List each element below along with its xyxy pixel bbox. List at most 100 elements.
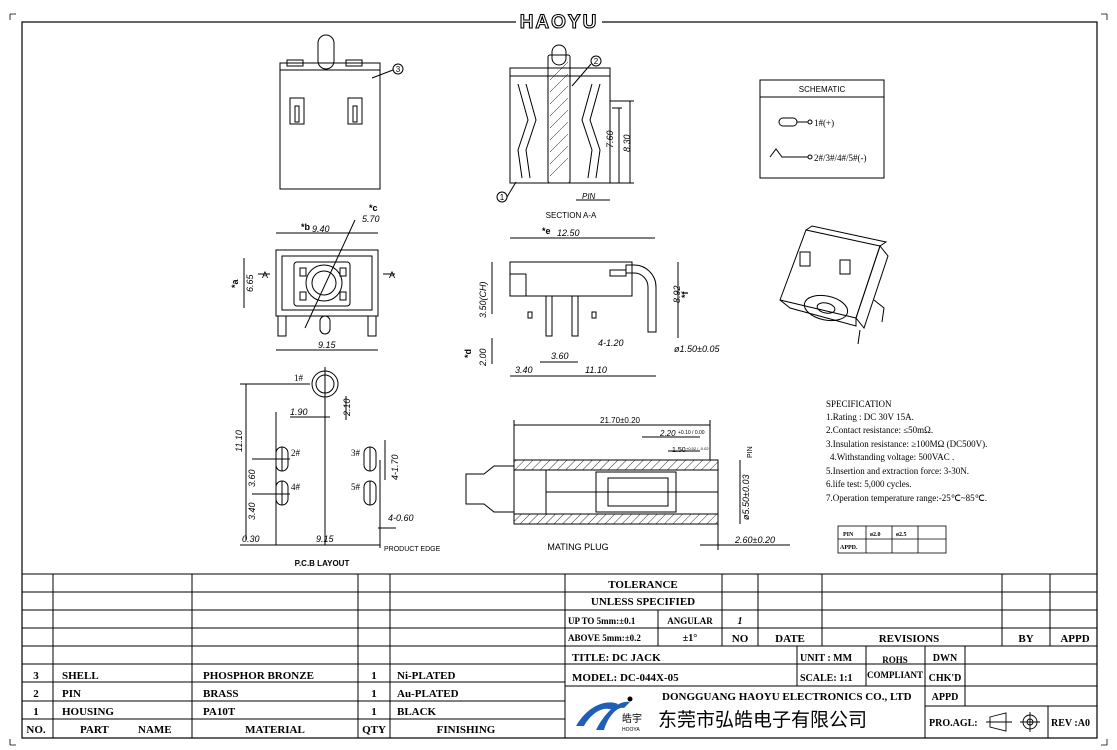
logo-english: HOOYA — [622, 727, 640, 733]
tolerance-up-to: UP TO 5mm:±0.1 — [568, 616, 636, 626]
section-mark-right: A — [389, 270, 395, 280]
bom-row-part: SHELL — [62, 670, 99, 682]
dim-1-90: 1.90 — [290, 407, 308, 417]
schematic-line-1: 1#(+) — [814, 118, 834, 128]
dim-pcb-9-15: 9.15 — [316, 534, 335, 544]
spec-title: SPECIFICATION — [826, 399, 892, 409]
dim-pcb-3-60: 3.60 — [247, 469, 257, 487]
dim-9-15: 9.15 — [318, 340, 337, 350]
dim-3-60: 3.60 — [551, 351, 569, 361]
dim-12-50: 12.50 — [557, 228, 580, 238]
revision-label: REV :A0 — [1051, 718, 1090, 729]
svg-text:2: 2 — [594, 57, 599, 66]
front-view — [279, 34, 394, 190]
bom-row-qty: 1 — [371, 688, 377, 700]
rev-no-header: NO — [732, 633, 749, 645]
bom-row-finishing: Au-PLATED — [397, 688, 459, 700]
balloon-3: 3 — [392, 63, 404, 75]
model-number: MODEL: DC-044X-05 — [572, 672, 679, 684]
iso-view — [779, 225, 889, 345]
balloon-1: 1 — [496, 181, 517, 203]
dim-4-1-70: 4-1.70 — [390, 454, 400, 480]
pin-table-d20: ø2.0 — [870, 532, 881, 538]
svg-text:3: 3 — [396, 65, 401, 74]
section-hatch — [549, 61, 569, 177]
bom-header-finishing: FINISHING — [437, 724, 496, 736]
mark-e: *e — [542, 226, 551, 236]
pcb-pin-4: 4# — [291, 482, 301, 492]
specification: SPECIFICATION 1.Rating : DC 30V 15A. 2.C… — [826, 399, 987, 503]
schematic-title: SCHEMATIC — [799, 85, 846, 94]
bom-row-qty: 1 — [371, 670, 377, 682]
pcb-layout-title: P.C.B LAYOUT — [295, 559, 350, 568]
dim-6-65: 6.65 — [245, 273, 255, 292]
dim-2-00: 2.00 — [478, 348, 488, 367]
bom-row-no: 2 — [33, 688, 39, 700]
bom-row-no: 1 — [33, 706, 39, 718]
spec-item: 6.life test: 5,000 cycles. — [826, 479, 911, 489]
title-block-grid — [22, 573, 1097, 738]
bom-header-no: NO. — [26, 724, 46, 736]
revisions-header: REVISIONS — [879, 633, 940, 645]
dim-pcb-3-40: 3.40 — [247, 502, 257, 520]
revision-number: 1 — [738, 616, 743, 627]
dim-2-60: 2.60±0.20 — [734, 535, 775, 545]
spec-item: 2.Contact resistance: ≤50mΩ. — [826, 425, 933, 435]
mark-d: *d — [463, 349, 473, 358]
pcb-pin-5: 5# — [351, 482, 361, 492]
bom-row-material: PHOSPHOR BRONZE — [203, 670, 314, 682]
chkd-label: CHK'D — [929, 673, 962, 684]
company-logo: 皓宇 HOOYA — [576, 696, 642, 733]
pin-label-section: PIN — [582, 192, 596, 201]
mark-c: *c — [369, 203, 378, 213]
dim-1-50: 1.50 — [672, 447, 686, 454]
spec-item: 7.Operation temperature range:-25℃~85℃. — [826, 493, 987, 503]
mark-b: *b — [301, 222, 311, 232]
logo-chinese: 皓宇 — [622, 712, 642, 725]
pro-agl-label: PRO.AGL: — [929, 718, 978, 729]
bom-row-no: 3 — [33, 670, 39, 682]
bom-header-part: PART — [80, 724, 109, 736]
pin-table-d25: ø2.5 — [896, 532, 907, 538]
spec-item: 3.Insulation resistance: ≥100MΩ (DC500V)… — [826, 439, 987, 449]
pcb-pin-3: 3# — [351, 448, 361, 458]
dim-8-30: 8.30 — [622, 134, 632, 152]
title-block: TOLERANCE UNLESS SPECIFIED UP TO 5mm:±0.… — [568, 579, 1090, 731]
compliant-label: COMPLIANT — [867, 670, 923, 680]
scale-label: SCALE: 1:1 — [800, 673, 853, 684]
svg-text:1: 1 — [500, 193, 505, 202]
tolerance-above: ABOVE 5mm:±0.2 — [568, 633, 641, 643]
dim-2-20: 2.20 — [659, 429, 676, 438]
rev-by-header: BY — [1018, 633, 1033, 645]
company-english: DONGGUANG HAOYU ELECTRONICS CO., LTD — [662, 691, 912, 703]
unit-label: UNIT : MM — [800, 653, 853, 664]
bom-row-qty: 1 — [371, 706, 377, 718]
pcb-layout — [240, 367, 396, 548]
pin-table-pin: PIN — [843, 532, 854, 538]
dim-0-30: 0.30 — [242, 534, 260, 544]
dim-7-60: 7.60 — [605, 130, 615, 148]
dim-2-20-tol: +0.10 / 0.00 — [678, 430, 705, 436]
dim-3-50-ch: 3.50(CH) — [478, 281, 488, 318]
dim-21-70: 21.70±0.20 — [600, 416, 641, 425]
haoyu-logo: HAOYU — [516, 11, 602, 34]
pin-table-appd: APPD. — [840, 545, 858, 551]
drawing-title: TITLE: DC JACK — [572, 652, 661, 664]
dwn-label: DWN — [933, 653, 958, 664]
dim-9-40: 9.40 — [312, 224, 330, 234]
dim-11-10: 11.10 — [585, 365, 607, 375]
bom-row-material: PA10T — [203, 706, 236, 718]
tolerance-subtitle: UNLESS SPECIFIED — [591, 596, 695, 608]
tolerance-title: TOLERANCE — [608, 579, 677, 591]
dim-1-50-tol: +0.02 / -0.02 — [686, 446, 709, 451]
schematic-line-2: 2#/3#/4#/5#(-) — [814, 153, 867, 163]
angular-label: ANGULAR — [667, 616, 713, 626]
mark-a: *a — [230, 278, 240, 288]
bom-table: 3 SHELL PHOSPHOR BRONZE 1 Ni-PLATED 2 PI… — [26, 670, 495, 736]
dim-dia-1-50: ø1.50±0.05 — [674, 344, 720, 354]
mating-plug — [465, 420, 790, 550]
dim-dia-5-70: 5.70 — [362, 214, 380, 224]
section-mark-left: A — [262, 270, 268, 280]
plug-pin-label: PIN — [747, 446, 754, 458]
